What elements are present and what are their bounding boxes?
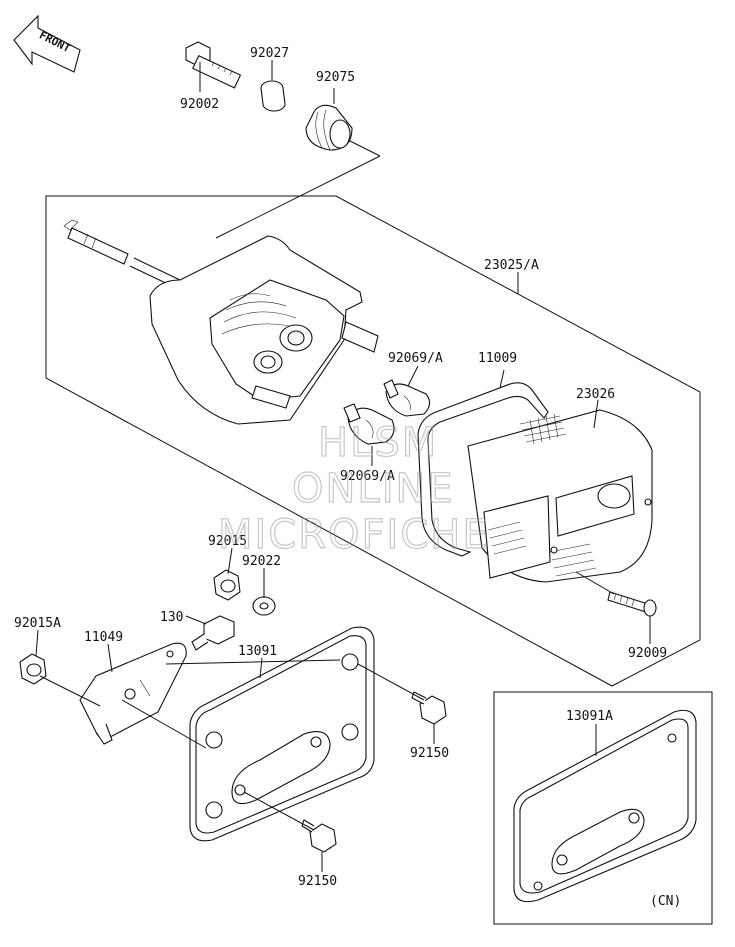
taillight-housing[interactable] [149,235,379,425]
label-92027: 92027 [250,46,289,61]
grommet-92075[interactable] [305,104,353,151]
label-13091: 13091 [238,644,277,659]
bolt-92002[interactable] [185,41,242,89]
label-11049: 11049 [84,630,123,645]
screw-92150-bottom[interactable] [301,819,337,853]
label-92015: 92015 [208,534,247,549]
license-bracket-13091[interactable] [189,626,375,842]
label-92150-right: 92150 [410,746,449,761]
watermark: HLSM ONLINE MICROFICHE [217,419,490,558]
screw-92009[interactable] [607,591,657,617]
nut-92015a[interactable] [19,653,47,685]
watermark-line2: ONLINE [292,466,455,512]
lens-23026[interactable] [467,409,653,583]
nut-92015[interactable] [213,569,241,601]
front-arrow-icon: FRONT [13,14,81,73]
label-13091a: 13091A [566,709,613,724]
gasket-11009[interactable] [417,382,549,557]
label-cn: (CN) [650,894,681,909]
bolt-130[interactable] [191,615,235,651]
label-92069a-lower: 92069/A [340,469,395,484]
label-92002: 92002 [180,97,219,112]
watermark-line3: MICROFICHE [218,512,490,558]
watermark-line1: HLSM [318,420,438,466]
label-23026: 23026 [576,387,615,402]
label-92022: 92022 [242,554,281,569]
screw-92150-right[interactable] [411,691,447,725]
label-23025a: 23025/A [484,258,539,273]
label-92075: 92075 [316,70,355,85]
assembly-outline [45,195,701,687]
label-92015a: 92015A [14,616,61,631]
label-11009: 11009 [478,351,517,366]
bulb-92069a-lower[interactable] [343,403,395,445]
wire-harness[interactable] [63,219,181,289]
washer-92022[interactable] [252,596,276,616]
bracket-11049[interactable] [79,642,187,745]
label-92150-bottom: 92150 [298,874,337,889]
license-bracket-13091a[interactable] [513,709,697,903]
cn-variant-box [493,691,713,925]
bulb-92069a-upper[interactable] [383,379,431,417]
collar-92027[interactable] [260,80,286,112]
label-130: 130 [160,610,183,625]
label-92069a-upper: 92069/A [388,351,443,366]
label-92009: 92009 [628,646,667,661]
